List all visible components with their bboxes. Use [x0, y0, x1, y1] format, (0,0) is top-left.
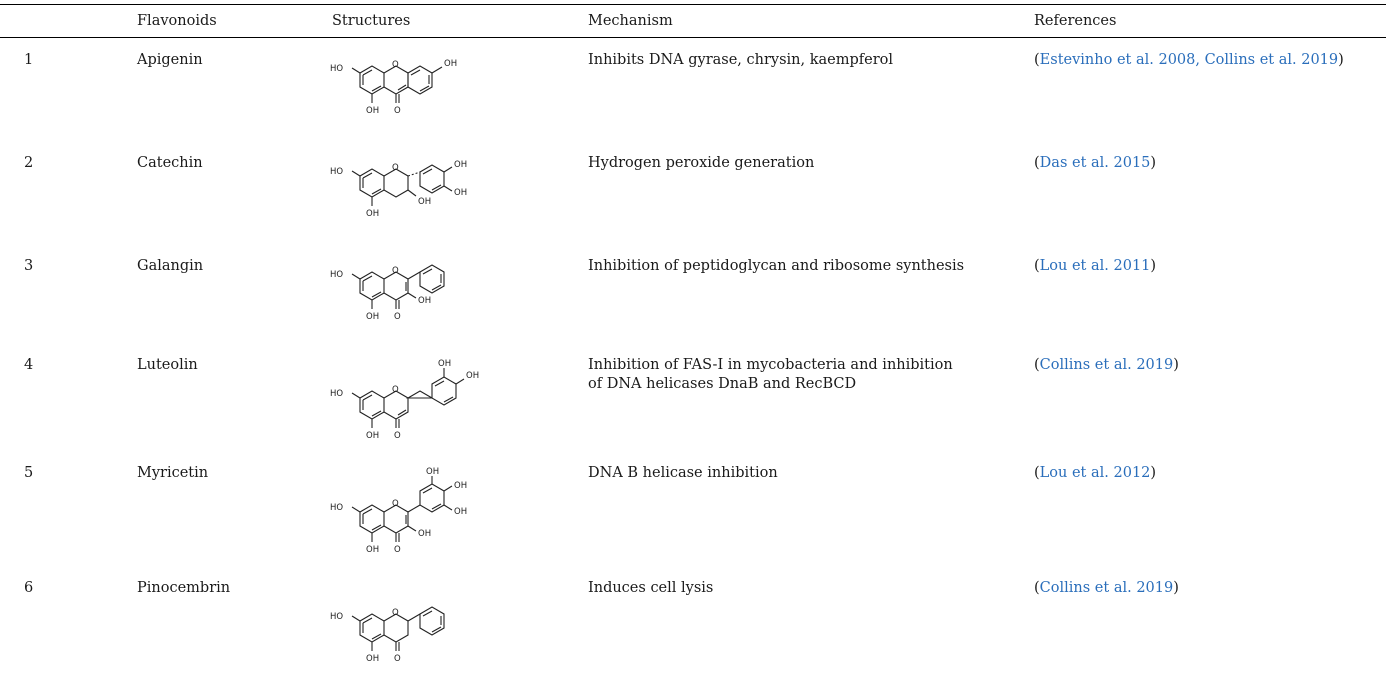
table-header-rule — [0, 37, 1386, 38]
svg-text:O: O — [392, 266, 399, 276]
row-number: 6 — [24, 580, 34, 596]
svg-text:O: O — [394, 654, 401, 664]
svg-text:HO: HO — [330, 503, 343, 513]
svg-text:OH: OH — [454, 481, 467, 491]
reference-cell: (Collins et al. 2019) — [1034, 357, 1179, 373]
flavonoid-name: Luteolin — [137, 357, 198, 373]
svg-text:HO: HO — [330, 167, 343, 177]
svg-text:OH: OH — [418, 197, 431, 207]
luteolin-structure-icon: HO OH OH OH O O — [328, 356, 518, 456]
reference-cell: (Estevinho et al. 2008, Collins et al. 2… — [1034, 52, 1344, 68]
header-structures: Structures — [332, 13, 411, 29]
catechin-structure-icon: HO OH OH OH OH O — [328, 154, 518, 234]
flavonoid-name: Catechin — [137, 155, 203, 171]
svg-text:O: O — [392, 385, 399, 395]
svg-text:OH: OH — [454, 188, 467, 198]
reference-link[interactable]: Das et al. 2015 — [1039, 155, 1151, 171]
myricetin-structure-icon: HO OH OH OH OH OH O O — [328, 464, 518, 564]
svg-text:O: O — [392, 163, 399, 173]
reference-cell: (Lou et al. 2011) — [1034, 258, 1157, 274]
svg-text:OH: OH — [418, 296, 431, 306]
svg-text:HO: HO — [330, 612, 343, 622]
row-number: 1 — [24, 52, 34, 68]
pinocembrin-structure-icon: HO OH O O — [328, 579, 518, 685]
svg-text:OH: OH — [366, 209, 379, 219]
mechanism-text: Inhibition of FAS-I in mycobacteria and … — [588, 357, 953, 392]
svg-text:OH: OH — [438, 359, 451, 369]
svg-text:OH: OH — [418, 529, 431, 539]
mechanism-text: Hydrogen peroxide generation — [588, 155, 815, 171]
reference-cell: (Lou et al. 2012) — [1034, 465, 1157, 481]
svg-text:OH: OH — [366, 431, 379, 441]
svg-text:OH: OH — [444, 59, 457, 69]
flavonoid-name: Galangin — [137, 258, 204, 274]
svg-text:OH: OH — [454, 160, 467, 170]
svg-text:O: O — [394, 106, 401, 116]
svg-text:O: O — [392, 60, 399, 70]
svg-text:HO: HO — [330, 270, 343, 280]
reference-link[interactable]: Lou et al. 2011 — [1039, 258, 1151, 274]
flavonoid-name: Pinocembrin — [137, 580, 231, 596]
row-number: 3 — [24, 258, 34, 274]
row-number: 2 — [24, 155, 34, 171]
row-number: 4 — [24, 357, 34, 373]
apigenin-structure-icon: HO OH OH O O — [328, 51, 518, 127]
svg-text:OH: OH — [366, 106, 379, 116]
mechanism-text: Inhibition of peptidoglycan and ribosome… — [588, 258, 965, 274]
svg-text:O: O — [392, 499, 399, 509]
mechanism-text: Inhibits DNA gyrase, chrysin, kaempferol — [588, 52, 894, 68]
svg-text:HO: HO — [330, 64, 343, 74]
svg-text:OH: OH — [466, 371, 479, 381]
header-references: References — [1034, 13, 1117, 29]
reference-cell: (Collins et al. 2019) — [1034, 580, 1179, 596]
svg-text:OH: OH — [366, 545, 379, 555]
mechanism-text: Induces cell lysis — [588, 580, 714, 596]
reference-cell: (Das et al. 2015) — [1034, 155, 1157, 171]
header-flavonoids: Flavonoids — [137, 13, 217, 29]
row-number: 5 — [24, 465, 34, 481]
svg-text:O: O — [394, 431, 401, 441]
svg-text:OH: OH — [426, 467, 439, 477]
reference-link[interactable]: Collins et al. 2019 — [1039, 580, 1174, 596]
svg-text:OH: OH — [366, 654, 379, 664]
table-top-rule — [0, 4, 1386, 5]
svg-text:O: O — [392, 608, 399, 618]
reference-link[interactable]: Lou et al. 2012 — [1039, 465, 1151, 481]
galangin-structure-icon: HO OH OH O O — [328, 257, 518, 337]
header-mechanism: Mechanism — [588, 13, 673, 29]
mechanism-text: DNA B helicase inhibition — [588, 465, 778, 481]
flavonoid-name: Myricetin — [137, 465, 209, 481]
flavonoid-name: Apigenin — [137, 52, 203, 68]
svg-text:OH: OH — [366, 312, 379, 322]
svg-text:O: O — [394, 312, 401, 322]
reference-link[interactable]: Collins et al. 2019 — [1039, 357, 1174, 373]
svg-text:O: O — [394, 545, 401, 555]
svg-text:HO: HO — [330, 389, 343, 399]
reference-link[interactable]: Estevinho et al. 2008, Collins et al. 20… — [1039, 52, 1339, 68]
svg-text:OH: OH — [454, 507, 467, 517]
